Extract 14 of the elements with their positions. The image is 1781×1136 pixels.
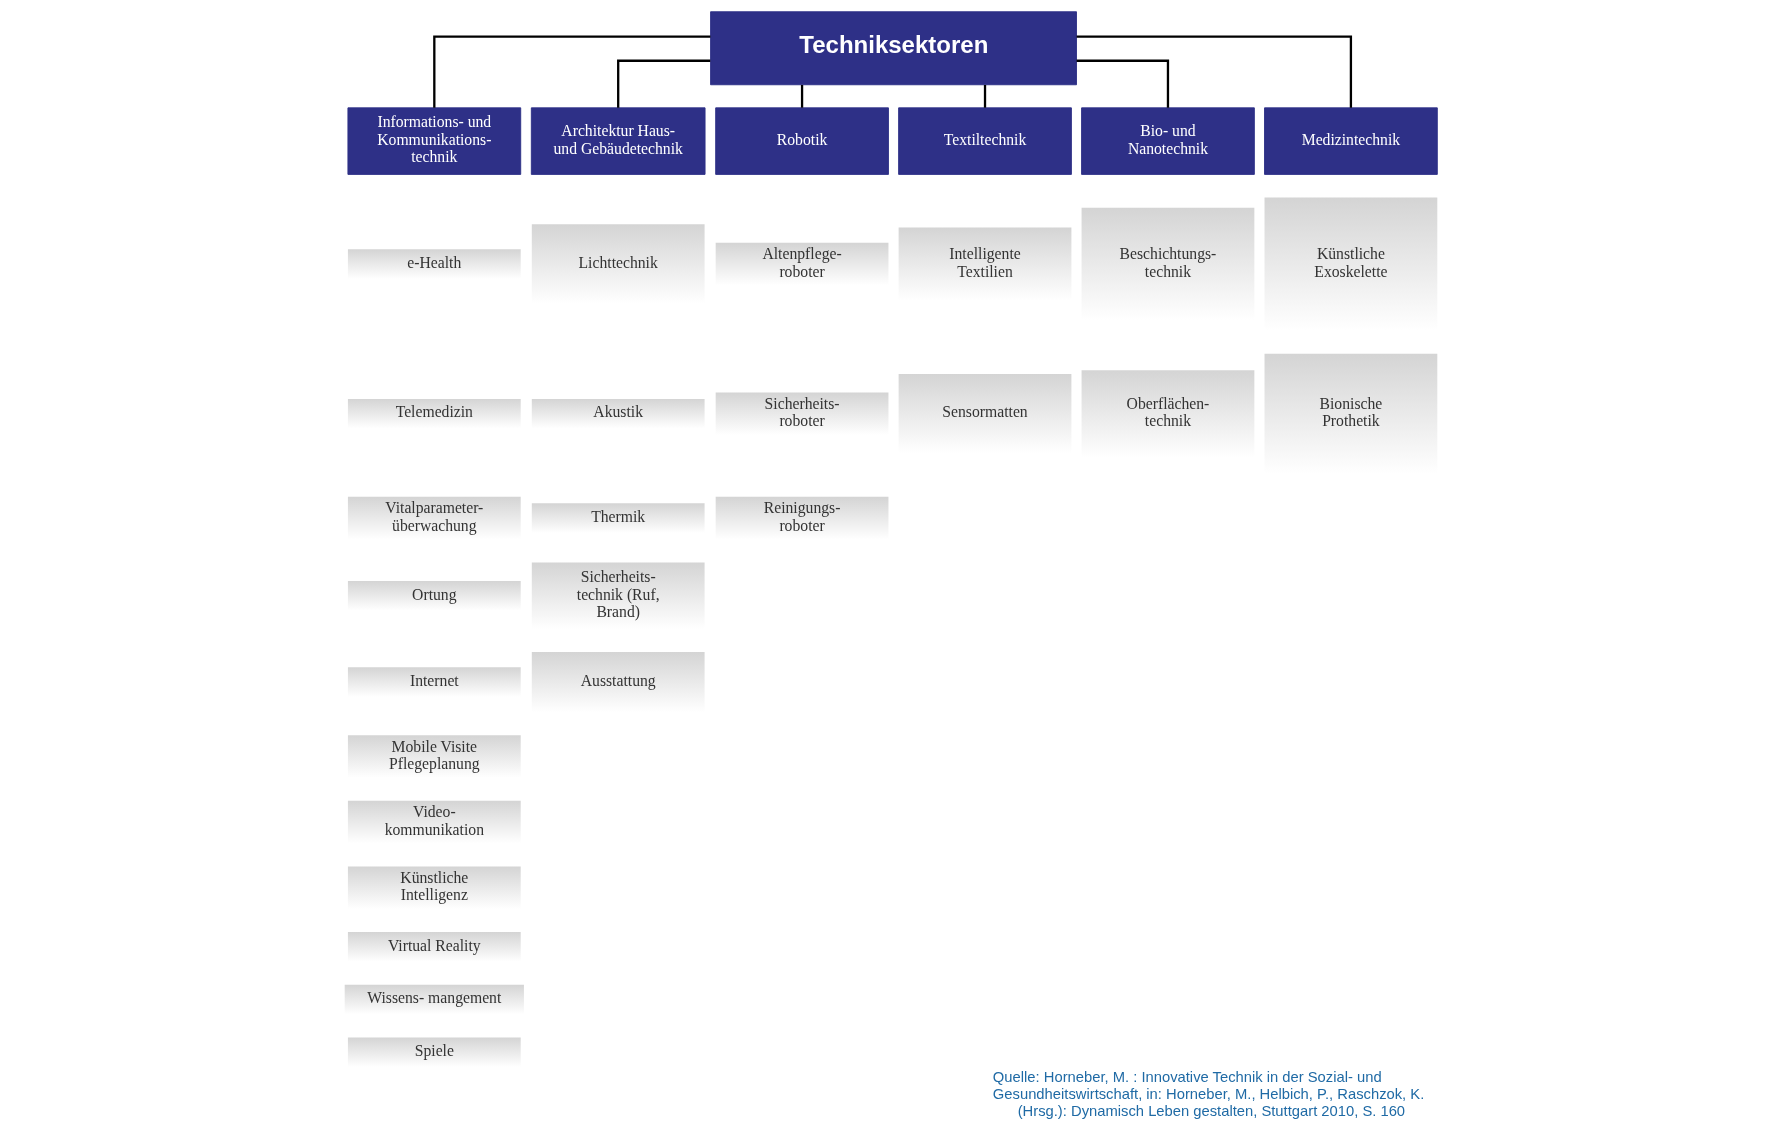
connector [1076, 59, 1169, 108]
connector [1076, 35, 1352, 108]
node-box: Textiltechnik [897, 107, 1072, 175]
node-box: Informations- und Kommunikations- technik [346, 107, 521, 175]
connector [616, 59, 710, 108]
node-box: Medizintechnik [1263, 107, 1438, 175]
node-box: Architektur Haus- und Gebäudetechnik [530, 107, 705, 175]
node-box: Bio- und Nanotechnik [1080, 107, 1255, 175]
node-box: Robotik [714, 107, 889, 175]
node-box: Techniksektoren [709, 11, 1077, 86]
connector [983, 84, 986, 108]
connector [800, 84, 803, 108]
caption: Quelle: Horneber, M. : Innovative Technik in der Sozial- und Gesundheitswirtschaft, in: Horneber, M., Helbich, P., Raschzok, K. (Hrsg.): Dynamisch Leben gestalten, Stuttgart 2010, S. 160 [992, 1069, 1424, 1119]
connector [432, 35, 710, 108]
